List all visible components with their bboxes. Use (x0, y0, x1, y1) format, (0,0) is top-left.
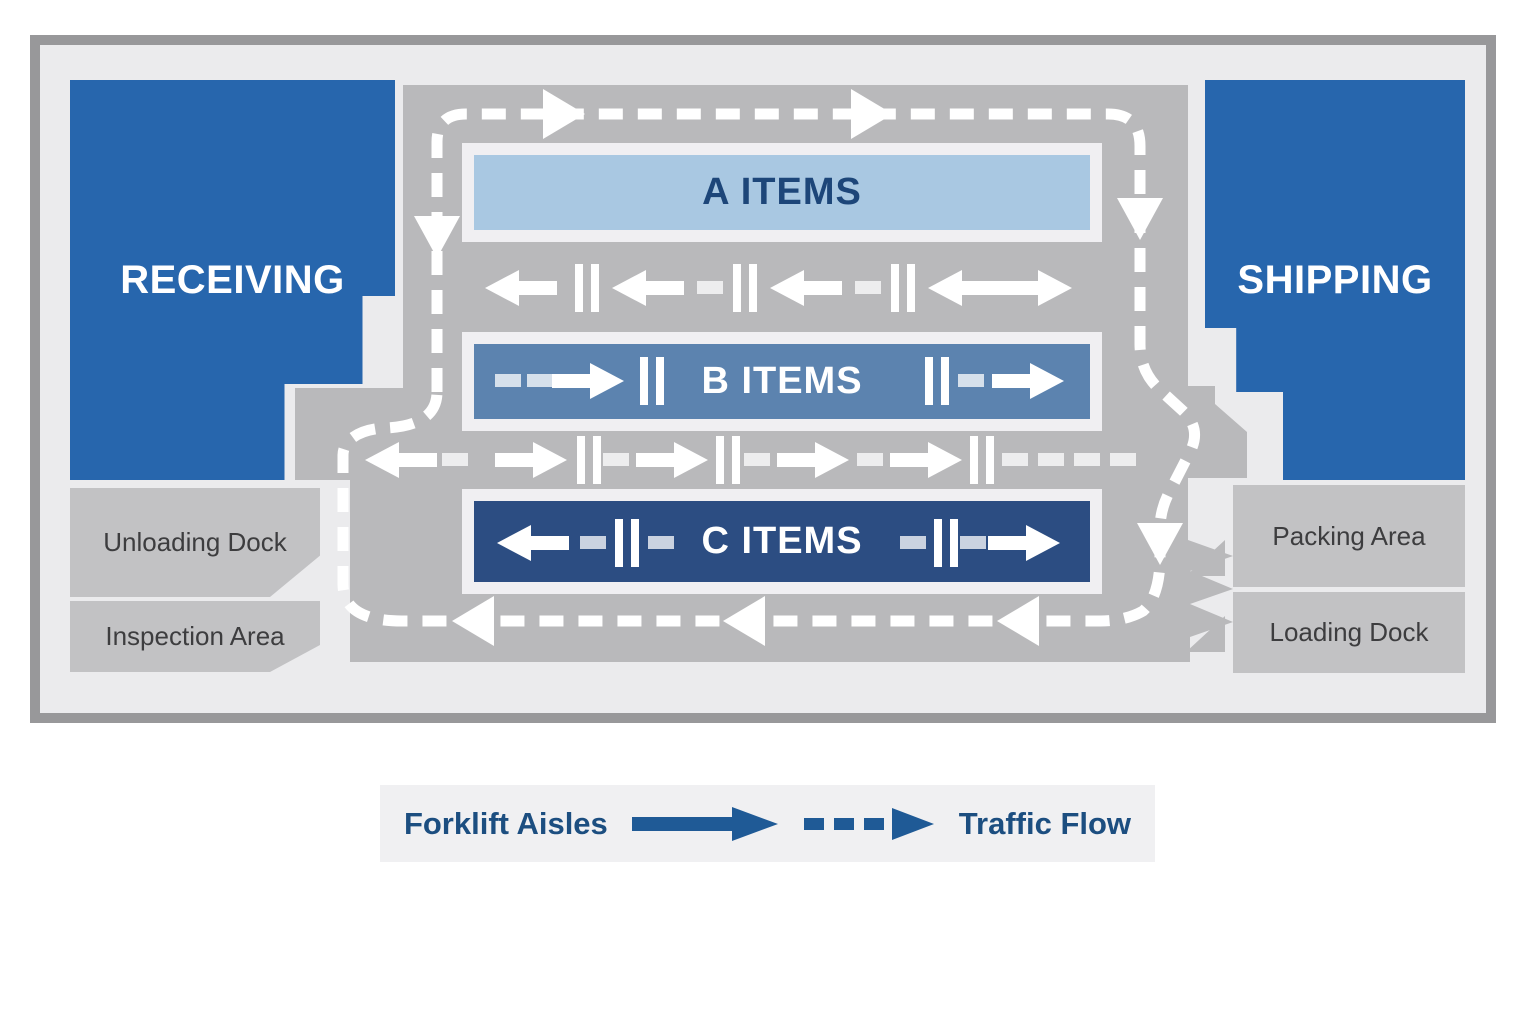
c-items-label: C ITEMS (701, 520, 863, 562)
unloading-dock-label: Unloading Dock (103, 527, 287, 557)
receiving-label: RECEIVING (120, 257, 345, 302)
storage-row-b-items: B ITEMS (462, 332, 1102, 431)
b-items-label: B ITEMS (701, 360, 863, 402)
storage-row-c-items: C ITEMS (462, 489, 1102, 594)
unloading-dock-box: Unloading Dock (70, 488, 320, 597)
dashed-arrow-right-icon (803, 807, 934, 840)
packing-area-label: Packing Area (1272, 520, 1426, 551)
storage-row-a-items: A ITEMS (462, 143, 1102, 242)
inspection-area-label: Inspection Area (105, 621, 285, 651)
solid-arrow-right-icon (631, 806, 778, 841)
packing-area-box: Packing Area (1233, 485, 1465, 587)
legend-traffic-label: Traffic Flow (958, 805, 1132, 841)
a-items-label: A ITEMS (702, 171, 862, 213)
inspection-area-box: Inspection Area (70, 601, 320, 672)
loading-dock-box: Loading Dock (1233, 592, 1465, 673)
loading-dock-label: Loading Dock (1269, 617, 1429, 647)
legend-forklift-label: Forklift Aisles (403, 805, 608, 841)
shipping-label: SHIPPING (1237, 257, 1433, 302)
legend: Forklift Aisles Traffic Flow (380, 785, 1155, 862)
